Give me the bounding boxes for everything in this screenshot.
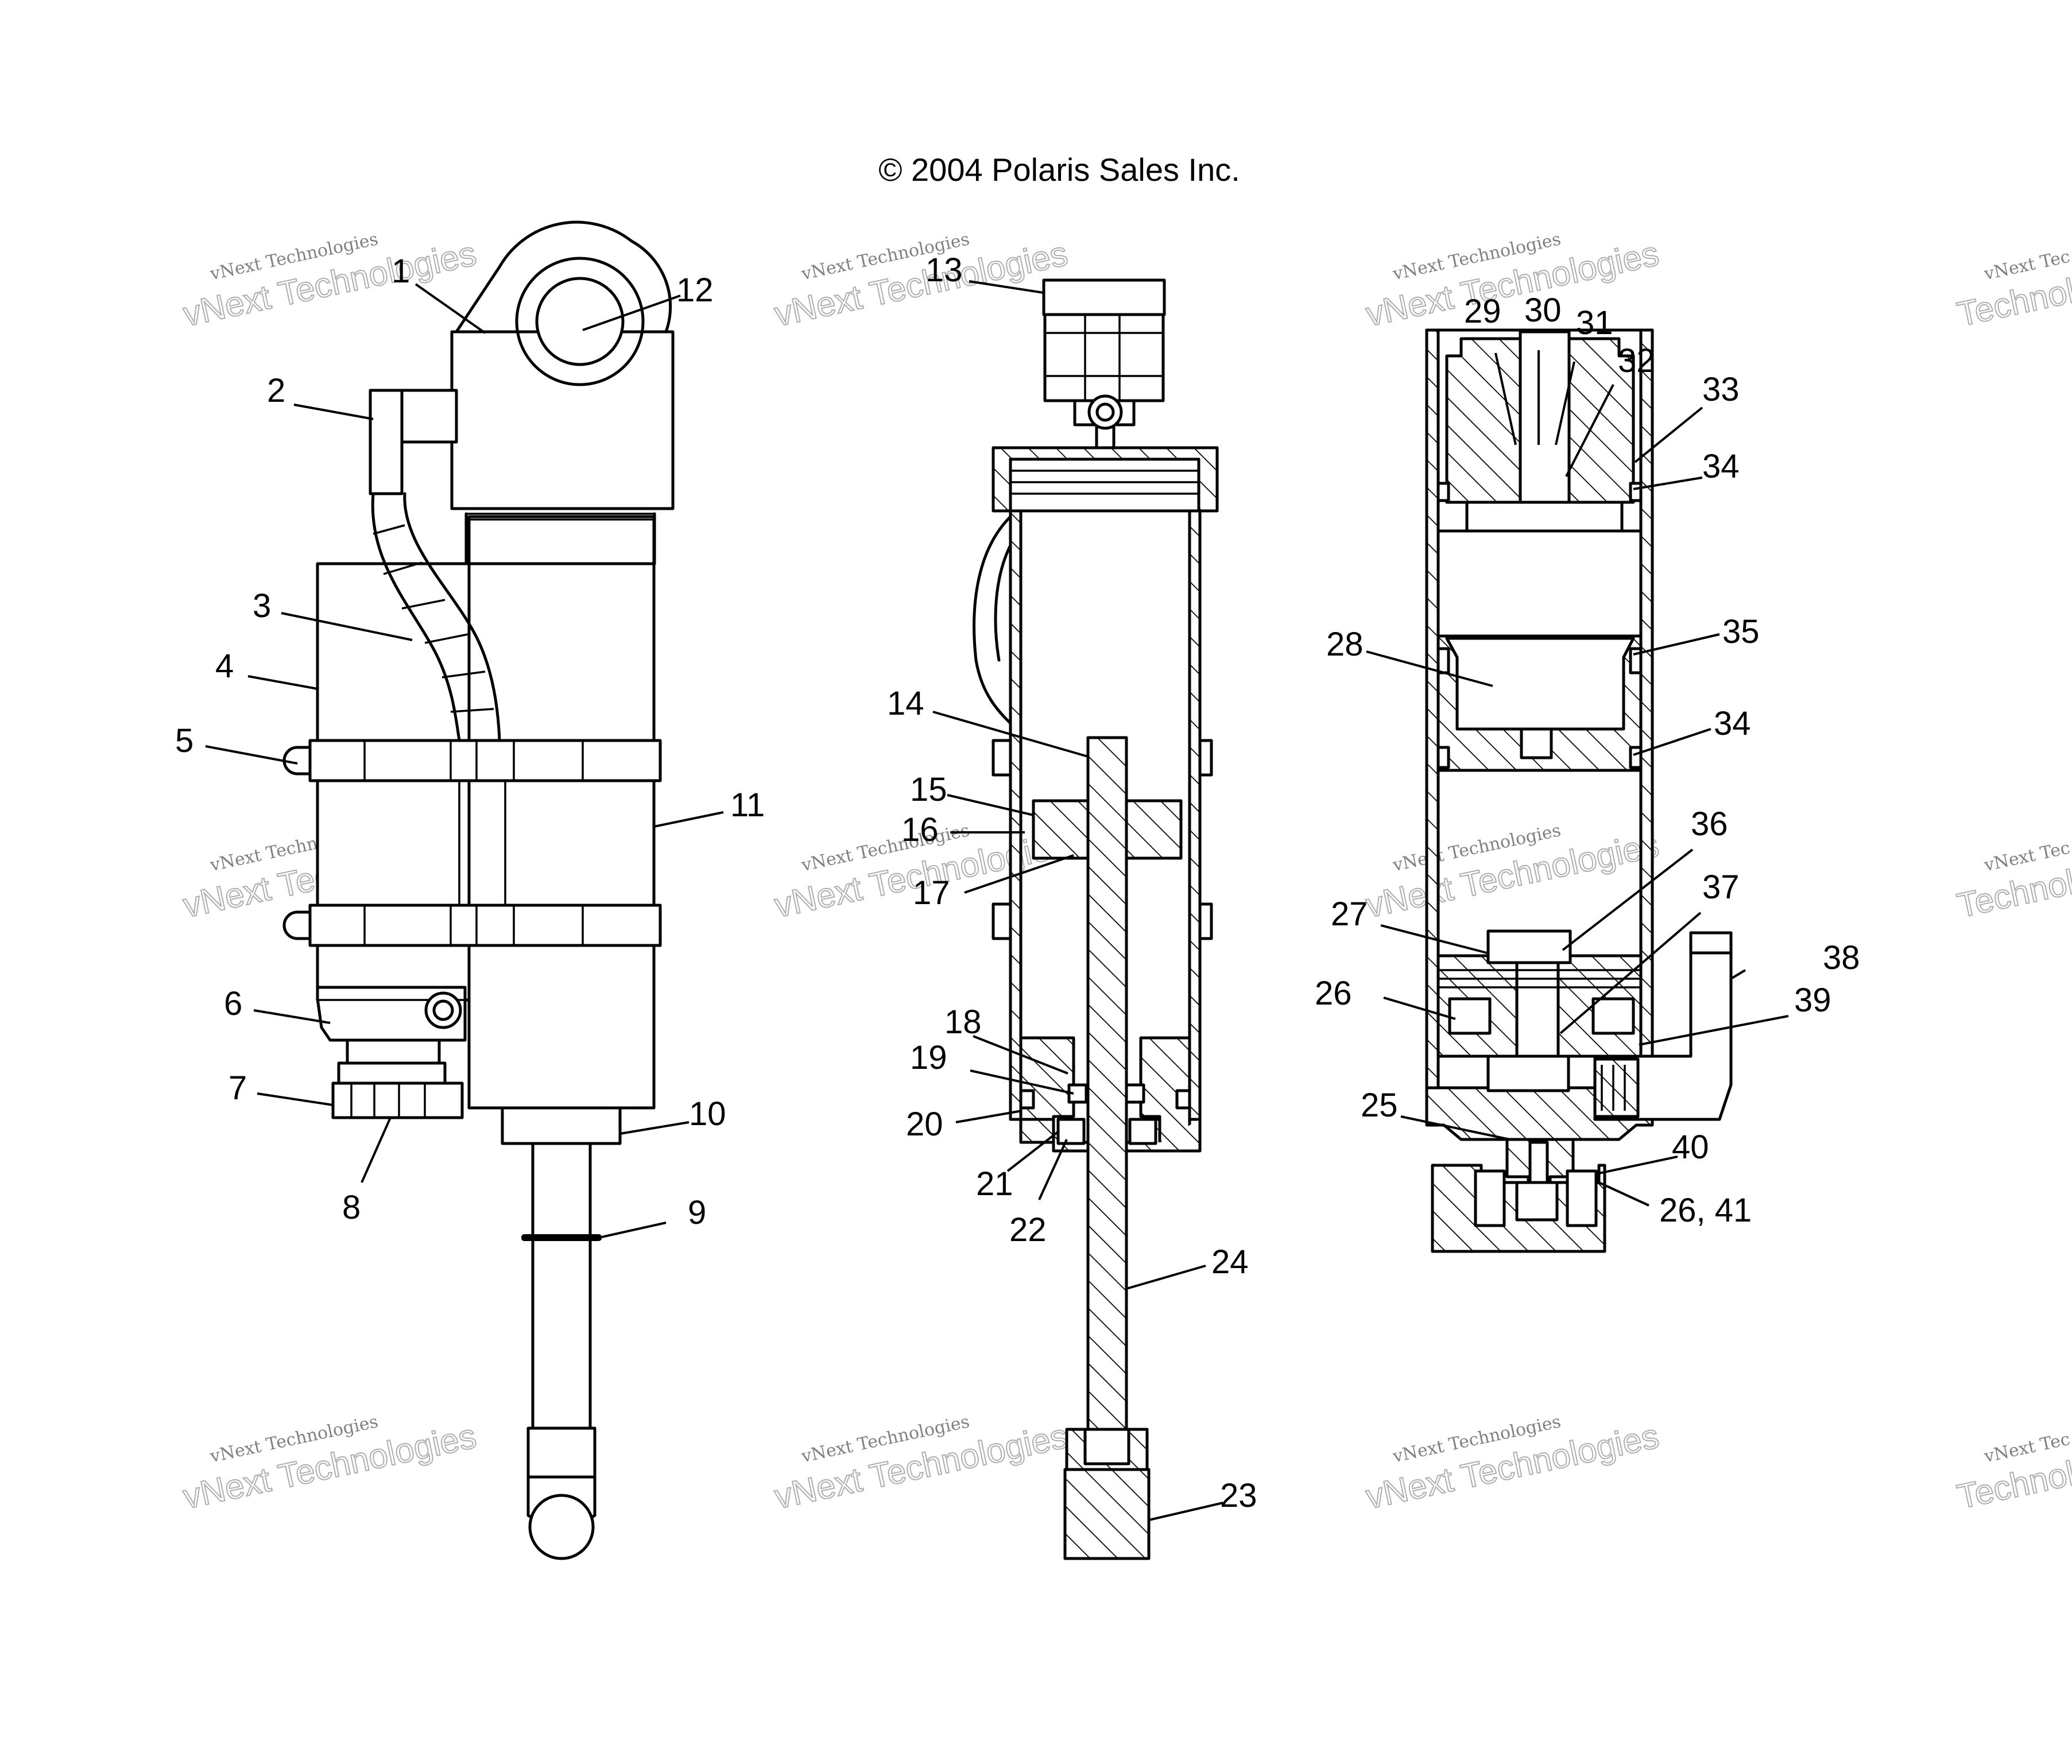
callout-40: 40 bbox=[1672, 1129, 1709, 1166]
callout-19: 19 bbox=[910, 1039, 947, 1076]
reservoir-cutaway-view bbox=[1425, 328, 1733, 1253]
callout-6: 6 bbox=[224, 985, 242, 1022]
callout-17: 17 bbox=[913, 874, 950, 912]
watermark-tile: vNext Technologies vNext Technologies bbox=[1362, 820, 1663, 925]
callout-2: 2 bbox=[267, 372, 285, 409]
watermark-tile: vNext Technologies vNext Technologies bbox=[1362, 229, 1663, 334]
clamp-band-upper bbox=[308, 739, 662, 782]
callout-8: 8 bbox=[342, 1189, 361, 1226]
callout-16: 16 bbox=[901, 811, 939, 848]
o-ring bbox=[521, 1234, 602, 1241]
assembled-shock-view bbox=[282, 220, 675, 1560]
cylinder-wall-left bbox=[1009, 509, 1023, 1121]
watermark-tile: vNext Technologies vNext Technologies bbox=[770, 1412, 1071, 1517]
cylinder-wall-right bbox=[1188, 509, 1202, 1121]
callout-5: 5 bbox=[175, 722, 193, 759]
callout-9: 9 bbox=[688, 1194, 706, 1231]
callout-30: 30 bbox=[1524, 292, 1562, 329]
callout-21: 21 bbox=[976, 1165, 1013, 1203]
callout-29: 29 bbox=[1464, 293, 1501, 330]
callout-13: 13 bbox=[925, 251, 963, 289]
watermark-tile: vNext Technologies vNext Technologies bbox=[1362, 1412, 1663, 1517]
callout-36: 36 bbox=[1691, 805, 1728, 843]
callout-31: 31 bbox=[1576, 304, 1613, 342]
callout-1: 1 bbox=[392, 253, 410, 290]
callout-22: 22 bbox=[1009, 1211, 1047, 1249]
callout-14: 14 bbox=[887, 685, 924, 722]
callout-37: 37 bbox=[1702, 869, 1740, 906]
leader-lines bbox=[205, 280, 1789, 1521]
shock-body bbox=[467, 515, 656, 1110]
callout-38: 38 bbox=[1823, 939, 1860, 976]
callout-12: 12 bbox=[676, 272, 714, 309]
reservoir-wall-right bbox=[1639, 328, 1654, 1090]
watermark-tile: vNext Technologies vNext Technologies bbox=[179, 1412, 480, 1517]
seal-head-left bbox=[1019, 1036, 1075, 1144]
callout-28: 28 bbox=[1326, 626, 1364, 663]
callout-23: 23 bbox=[1220, 1477, 1257, 1514]
watermark-tile: vNext Technologies vNext Technologies bbox=[179, 229, 480, 334]
clamp-band-lower bbox=[308, 904, 662, 947]
bottom-clevis bbox=[1063, 1468, 1151, 1560]
callout-7: 7 bbox=[228, 1069, 247, 1107]
bottom-bumper bbox=[501, 1106, 622, 1145]
callout-labels: 1 12 2 3 4 5 11 6 7 8 10 9 13 14 15 16 1… bbox=[175, 251, 1860, 1514]
eye-bushing bbox=[535, 277, 625, 366]
callout-11: 11 bbox=[730, 786, 765, 824]
callout-26-41: 26, 41 bbox=[1659, 1192, 1752, 1229]
watermark-tile: Technolo vNext Tec bbox=[1953, 247, 2072, 335]
callout-25: 25 bbox=[1361, 1087, 1398, 1124]
watermark-tile: vNext Technologies vNext Technologies bbox=[770, 229, 1071, 334]
clamp-screw-lower bbox=[282, 910, 312, 940]
cutaway-shock-view bbox=[973, 278, 1219, 1560]
piston-left bbox=[1032, 799, 1090, 860]
callout-10: 10 bbox=[689, 1095, 726, 1133]
callout-18: 18 bbox=[944, 1003, 982, 1041]
body-neck bbox=[464, 512, 656, 565]
shaft bbox=[531, 1142, 592, 1432]
top-eyelet bbox=[1043, 313, 1165, 402]
reservoir-wall-left bbox=[1425, 328, 1440, 1090]
callout-35: 35 bbox=[1722, 613, 1760, 650]
callout-15: 15 bbox=[910, 771, 947, 808]
callout-3: 3 bbox=[253, 587, 271, 625]
watermark-tile: Technolo vNext Tec bbox=[1953, 1429, 2072, 1517]
callout-34-top: 34 bbox=[1702, 448, 1740, 485]
callout-34-lower: 34 bbox=[1714, 705, 1751, 742]
callout-39: 39 bbox=[1794, 982, 1831, 1019]
watermark-tile: Technolo vNext Tec bbox=[1953, 838, 2072, 926]
adjuster-knob bbox=[331, 1081, 464, 1119]
piston-right bbox=[1125, 799, 1183, 860]
callout-24: 24 bbox=[1211, 1243, 1249, 1281]
piston-rod bbox=[1086, 736, 1128, 1437]
callout-4: 4 bbox=[215, 648, 234, 685]
callout-32: 32 bbox=[1618, 342, 1655, 379]
callout-20: 20 bbox=[906, 1106, 943, 1143]
callout-33: 33 bbox=[1702, 371, 1740, 408]
callout-27: 27 bbox=[1331, 895, 1368, 933]
callout-26: 26 bbox=[1315, 975, 1352, 1012]
copyright-notice: © 2004 Polaris Sales Inc. bbox=[878, 152, 1240, 188]
